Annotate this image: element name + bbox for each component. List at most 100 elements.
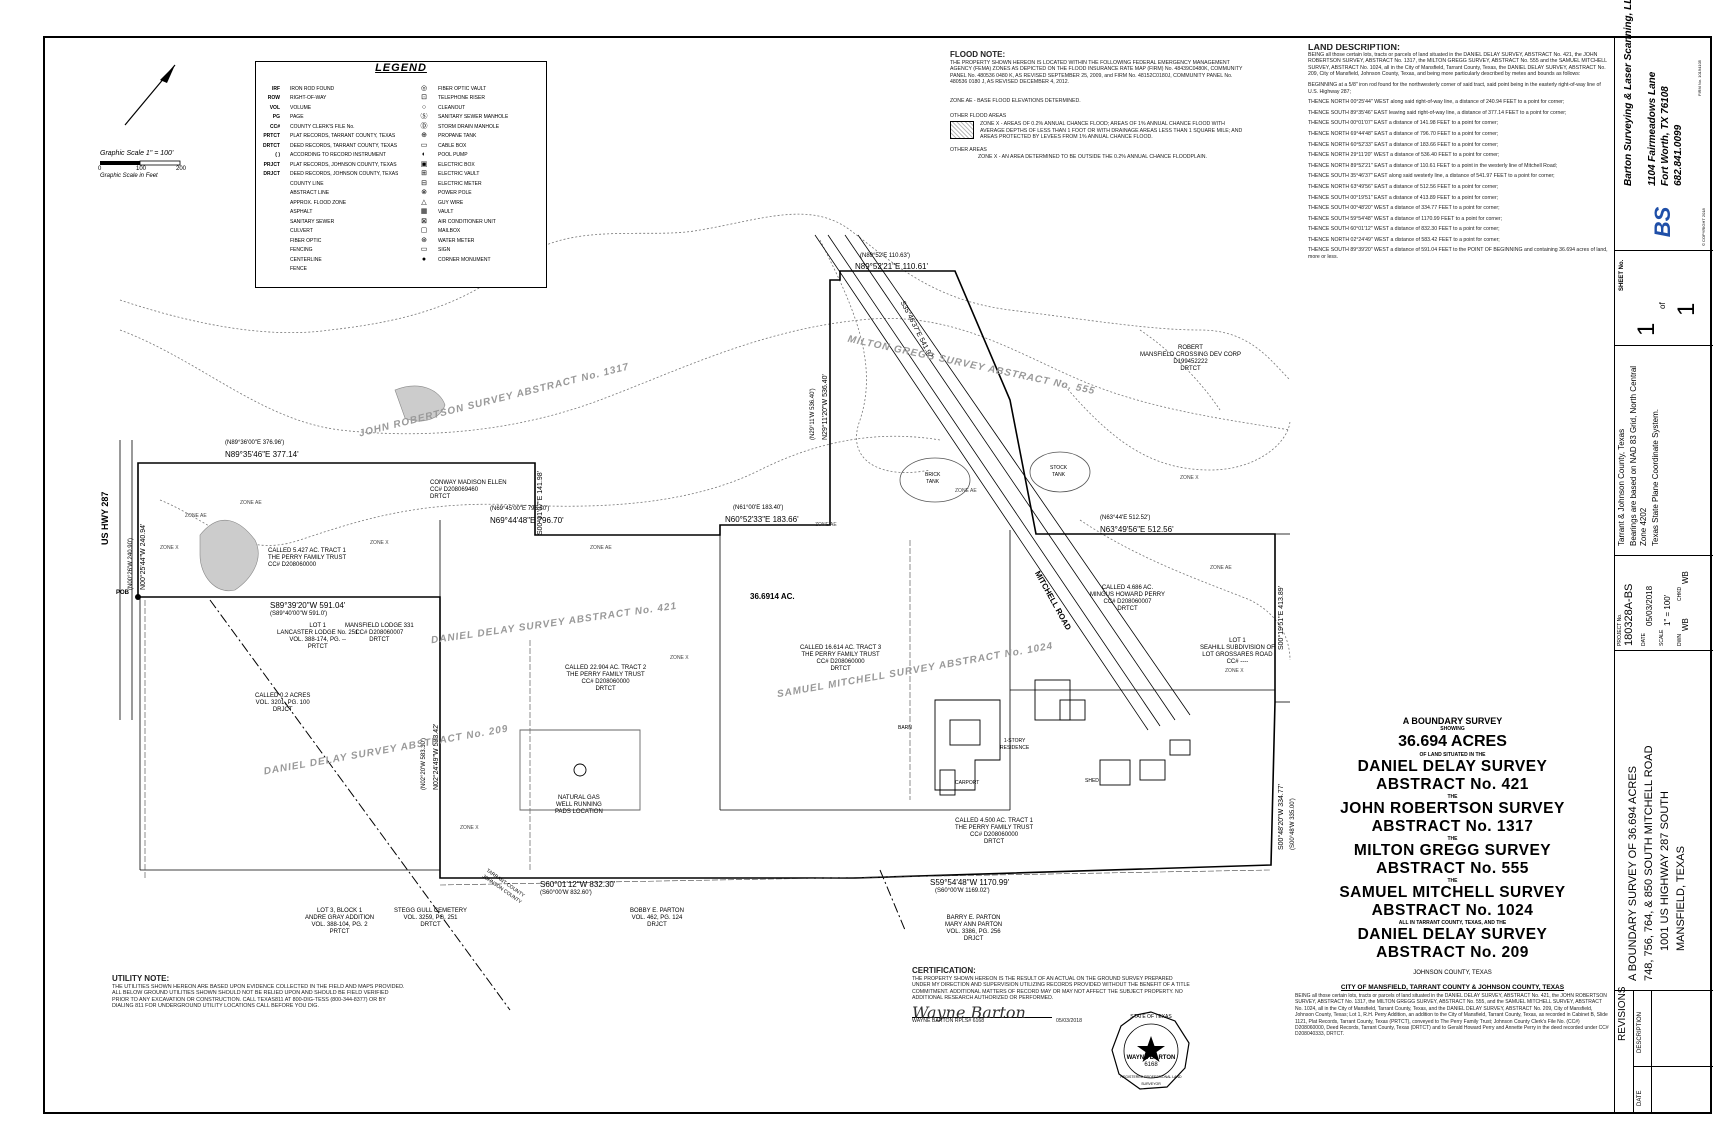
legend-text: WATER METER (438, 237, 475, 244)
seal-top-text: STATE OF TEXAS (1130, 1014, 1172, 1020)
title-the-2: THE (1447, 836, 1458, 842)
legend-text: ABSTRACT LINE (290, 190, 330, 197)
land-description-paragraph: THENCE NORTH 89°52'21" EAST a distance o… (1308, 162, 1558, 169)
stock-tank-outline (1029, 451, 1091, 493)
legend-symbol-icon: ▦ (420, 208, 428, 216)
title-survey-1b: ABSTRACT No. 421 (1376, 776, 1529, 793)
title-the-1: THE (1447, 794, 1458, 800)
legend-row: ●CORNER MONUMENT (416, 255, 508, 265)
parcel-lines (139, 520, 1290, 871)
legend-text: IRON ROD FOUND (290, 85, 335, 92)
parcel-gas-well: NATURAL GAS WELL RUNNING PADS LOCATION (555, 795, 603, 815)
title-survey-5a: DANIEL DELAY SURVEY (1357, 926, 1548, 943)
carport-label: CARPORT (955, 780, 980, 786)
zone-x-swatch (950, 121, 974, 140)
flood-zone-lines (119, 213, 1291, 661)
bearing-6: S89°39'20"W 591.04' (270, 601, 346, 610)
zone-label-9: ZONE AE (1210, 565, 1232, 571)
scale-label-cell: SCALE (1659, 629, 1665, 646)
parcel-mansfield-lodge: MANSFIELD LODGE 331 CC# D208060007 DRTCT (345, 623, 414, 643)
legend-text: RIGHT-OF-WAY (290, 95, 327, 102)
drawing-border (43, 36, 1712, 1114)
legend-text: GUY WIRE (438, 199, 464, 206)
legend-text: SANITARY SEWER (290, 218, 335, 225)
title-situated: OF LAND SITUATED IN THE (1419, 752, 1486, 758)
acreage-label: 36.6914 AC. (750, 592, 795, 601)
legend-text: FENCING (290, 247, 313, 254)
legend-row: ⊗ POWER POLE (416, 189, 508, 199)
survey-title-block: A BOUNDARY SURVEY SHOWING 36.694 ACRES O… (1295, 716, 1610, 1038)
legend-text: ASPHALT (290, 209, 313, 216)
fence-lines (144, 540, 1271, 886)
title-survey-2a: JOHN ROBERTSON SURVEY (1340, 800, 1565, 817)
sheet-label: SHEET No. (1619, 259, 1625, 291)
flood-zone-x: ZONE X - AN AREA DETERMINED TO BE OUTSID… (978, 153, 1207, 160)
legend-text: POWER POLE (438, 190, 472, 197)
barn-label: BARN (898, 725, 912, 731)
legend-abbreviation: PG (272, 114, 280, 121)
legend-row: SANITARY SEWER (258, 217, 398, 227)
legend-row: FENCING (258, 246, 398, 256)
title-survey-5b: ABSTRACT No. 209 (1376, 944, 1529, 961)
legend-row: ▭SIGN (416, 246, 508, 256)
legend-text: VAULT (438, 209, 454, 216)
bearing-12: N29°11'20"W 536.40' (822, 374, 829, 440)
legend-symbol-icon: ⊗ (421, 189, 427, 197)
legend-text: TELEPHONE RISER (438, 95, 485, 102)
bearing-10: S00°01'07"E 141.98' (537, 470, 544, 535)
legend-symbol-icon: ▣ (420, 160, 428, 168)
legend-row: ◐POOL PUMP (416, 151, 508, 161)
certification: CERTIFICATION: THE PROPERTY SHOWN HEREON… (912, 967, 1192, 1024)
legend-row: ○CLEANOUT (416, 103, 508, 113)
bearing-15: S00°48'20"W 334.77' (1278, 784, 1285, 850)
title-all-in: ALL IN TARRANT COUNTY, TEXAS, AND THE (1398, 920, 1507, 926)
county-note: Tarrant & Johnson County, Texas (1617, 428, 1626, 546)
bearing-5: N63°49'56"E 512.56' (1100, 525, 1174, 534)
revisions-row-divider (1633, 1066, 1713, 1067)
flood-note-body: THE PROPERTY SHOWN HEREON IS LOCATED WIT… (950, 59, 1243, 86)
legend-row: ⊛WATER METER (416, 236, 508, 246)
utility-note-body: THE UTILITIES SHOWN HEREON ARE BASED UPO… (112, 983, 405, 1010)
parcel-perry-tract1: CALLED 5.427 AC. TRACT 1 THE PERRY FAMIL… (268, 548, 347, 568)
bearing-6-record: (S89°40'00"W 591.0') (270, 611, 328, 617)
legend-text: DEED RECORDS, TARRANT COUNTY, TEXAS (290, 142, 398, 149)
title-boundary-survey: A BOUNDARY SURVEY (1402, 716, 1503, 726)
legend-symbol-icon: Ⓓ (420, 122, 428, 130)
legend-symbol-icon: ⊡ (421, 94, 427, 102)
bearing-14: S00°19'51"E 413.89' (1278, 585, 1285, 650)
legend-row: ⊟ELECTRIC METER (416, 179, 508, 189)
certification-date: 05/03/2018 (1056, 1017, 1082, 1024)
title-survey-4a: SAMUEL MITCHELL SURVEY (1339, 884, 1566, 901)
title-city: CITY OF MANSFIELD, TARRANT COUNTY & JOHN… (1340, 984, 1565, 991)
legend-text: ELECTRIC VAULT (438, 171, 480, 178)
legend-row: △GUY WIRE (416, 198, 508, 208)
zone-label-5: ZONE AE (590, 545, 612, 551)
land-description-paragraph: THENCE SOUTH 00°01'07" EAST a distance o… (1308, 120, 1499, 127)
bearing-5-record: (N63°44'E 512.52') (1100, 515, 1151, 521)
company-city: Fort Worth, TX 76108 (1660, 86, 1671, 186)
zone-label-4: ZONE X (370, 540, 389, 546)
project-number: 180328A-BS (1623, 583, 1635, 646)
boundary-lines (137, 270, 1276, 879)
legend-symbol-icon: ⊕ (421, 132, 427, 140)
project-title-4: MANSFIELD, TEXAS (1675, 846, 1687, 951)
zone-label-12: ZONE X (460, 825, 479, 831)
legend-row: COUNTY LINE (258, 179, 398, 189)
bearing-8: S59°54'48"W 1170.99' (930, 878, 1010, 887)
graphic-scale (100, 160, 181, 166)
parcel-conway: CONWAY MADISON ELLEN CC# D208069460 DRTC… (430, 480, 507, 500)
bearing-7: S60°01'12"W 832.30' (540, 880, 616, 889)
company-copyright: © COPYRIGHT 2018 (1701, 208, 1706, 246)
title-survey-3b: ABSTRACT No. 555 (1376, 860, 1529, 877)
legend-symbol-icon: ⊟ (421, 179, 427, 187)
flood-zone-x-shaded: ZONE X - AREAS OF 0.2% ANNUAL CHANCE FLO… (980, 121, 1243, 141)
legend-text: FENCE (290, 266, 307, 273)
